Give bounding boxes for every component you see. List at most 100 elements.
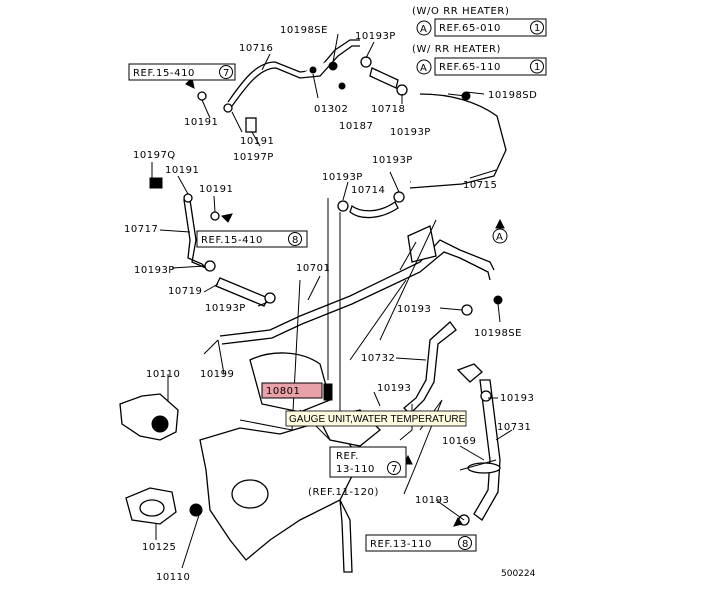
ref-65-110-box[interactable] — [434, 57, 547, 76]
hose-10716-inner — [231, 45, 360, 107]
ref-13-110-7-num: 7 — [391, 464, 398, 475]
ref-13-110-7-num-circle — [387, 461, 401, 475]
bolt-10197Q — [149, 177, 163, 189]
clip-01302 — [309, 66, 317, 74]
ref-11-120-label[interactable]: (REF.11-120) — [308, 487, 379, 498]
ref-65-010-num: 1 — [534, 23, 541, 34]
label-10193-b[interactable]: 10193 — [377, 383, 411, 394]
ref-15-410-8-num-circle — [288, 232, 302, 246]
ref-13-110-7[interactable]: REF. 13-110 7 — [329, 446, 407, 478]
ref-15-410-8-label: REF.15-410 — [201, 235, 263, 246]
ref-13-110-8-label: REF.13-110 — [370, 539, 432, 550]
label-10198SE-top[interactable]: 10198SE — [280, 25, 328, 36]
ref-15-410-7-label: REF.15-410 — [133, 68, 195, 79]
ref-15-410-8-num: 8 — [292, 235, 299, 246]
label-01302[interactable]: 01302 — [314, 104, 348, 115]
label-10191-b[interactable]: 10191 — [240, 136, 274, 147]
ref-13-110-7-label-a: REF. — [336, 451, 359, 462]
label-10199[interactable]: 10199 — [200, 369, 234, 380]
label-10198SE-b[interactable]: 10198SE — [474, 328, 522, 339]
bolt-10197P — [245, 117, 257, 133]
label-10193P-f[interactable]: 10193P — [205, 303, 246, 314]
hose-drawings — [119, 39, 507, 573]
label-10714[interactable]: 10714 — [351, 185, 385, 196]
label-10193P-e[interactable]: 10193P — [134, 265, 175, 276]
ref-15-410-8-box[interactable] — [196, 230, 308, 248]
clamp-10193P-b — [396, 84, 408, 96]
tooltip: GAUGE UNIT,WATER TEMPERATURE — [285, 410, 467, 427]
tooltip-box — [285, 410, 467, 427]
label-10191-d[interactable]: 10191 — [199, 184, 233, 195]
engine-block — [199, 421, 361, 561]
clamp-10193P-f — [264, 292, 276, 304]
label-10169[interactable]: 10169 — [442, 436, 476, 447]
label-10701[interactable]: 10701 — [296, 263, 330, 274]
marker-a2-label: A — [420, 63, 427, 74]
label-10198SD[interactable]: 10198SD — [488, 90, 537, 101]
ref-13-110-8-box[interactable] — [365, 534, 477, 552]
arrow-ref-13-110-8 — [453, 517, 463, 527]
label-10719[interactable]: 10719 — [168, 286, 202, 297]
ref-15-410-7[interactable]: REF.15-410 7 — [128, 63, 236, 81]
ref-13-110-8[interactable]: REF.13-110 8 — [365, 534, 477, 552]
label-10193P-c[interactable]: 10193P — [322, 172, 363, 183]
clamp-10193P-top — [360, 56, 372, 68]
marker-a2-circle — [416, 59, 432, 75]
label-10187[interactable]: 10187 — [339, 121, 373, 132]
label-10193P-b[interactable]: 10193P — [390, 127, 431, 138]
ref-15-410-7-box[interactable] — [128, 63, 236, 81]
label-10732[interactable]: 10732 — [361, 353, 395, 364]
label-10801-highlight[interactable] — [261, 382, 323, 399]
clamp-10191-b — [223, 103, 233, 113]
marker-a-circle — [416, 20, 432, 36]
clamp-10193-c — [480, 390, 492, 402]
bolt-10198SE-top — [328, 61, 338, 71]
hose-10732 — [403, 321, 457, 415]
clamp-10193-a — [461, 304, 473, 316]
hose-10715-outer — [409, 93, 507, 189]
label-10716[interactable]: 10716 — [239, 43, 273, 54]
label-10191-c[interactable]: 10191 — [165, 165, 199, 176]
ref-11-120[interactable]: (REF.11-120) — [308, 487, 379, 498]
label-10717[interactable]: 10717 — [124, 224, 158, 235]
label-10193-a[interactable]: 10193 — [397, 304, 431, 315]
label-10197Q[interactable]: 10197Q — [133, 150, 176, 161]
fitting-10193-c — [456, 363, 483, 383]
ref-65-010-label: REF.65-010 — [439, 23, 501, 34]
label-10193-c[interactable]: 10193 — [500, 393, 534, 404]
clamp-10193P-c — [337, 200, 349, 212]
label-10193P-d[interactable]: 10193P — [372, 155, 413, 166]
gauge-unit-10801[interactable] — [323, 383, 333, 401]
ref-13-110-8-num-circle — [458, 536, 472, 550]
hose-clamp-10169 — [467, 462, 501, 474]
pipe-10701-lower — [221, 251, 491, 345]
ref-65-010-box[interactable] — [434, 18, 547, 37]
ref-65-110-label: REF.65-110 — [439, 62, 501, 73]
clamp-10191-a — [197, 91, 207, 101]
pipe-10701-flange — [407, 225, 437, 263]
label-10731[interactable]: 10731 — [497, 422, 531, 433]
diagram-code: 500224 — [501, 569, 536, 579]
highlight-10801[interactable]: 10801 — [261, 382, 323, 399]
ref-65-110-num-circle — [530, 59, 544, 74]
label-10801[interactable]: 10801 — [266, 386, 300, 397]
ref-15-410-8[interactable]: REF.15-410 8 — [196, 230, 308, 248]
label-10110-b[interactable]: 10110 — [156, 572, 190, 583]
label-10193-d[interactable]: 10193 — [415, 495, 449, 506]
label-10125[interactable]: 10125 — [142, 542, 176, 553]
label-10110-a[interactable]: 10110 — [146, 369, 180, 380]
label-10715[interactable]: 10715 — [463, 180, 497, 191]
arrows — [185, 76, 505, 527]
label-10197P[interactable]: 10197P — [233, 152, 274, 163]
thermostat-10110 — [151, 415, 169, 433]
label-10718[interactable]: 10718 — [371, 104, 405, 115]
water-outlet-fitting — [249, 352, 331, 413]
engine-outlet — [231, 479, 269, 509]
label-10193P-top[interactable]: 10193P — [355, 31, 396, 42]
hose-10718 — [369, 67, 399, 89]
ref-15-410-7-num: 7 — [223, 68, 230, 79]
header-wo-rr-heater: (W/O RR HEATER) A REF.65-010 1 — [412, 6, 547, 37]
ref-13-110-8-num: 8 — [462, 539, 469, 550]
gasket-10125-hole — [139, 499, 165, 517]
label-10191-a[interactable]: 10191 — [184, 117, 218, 128]
